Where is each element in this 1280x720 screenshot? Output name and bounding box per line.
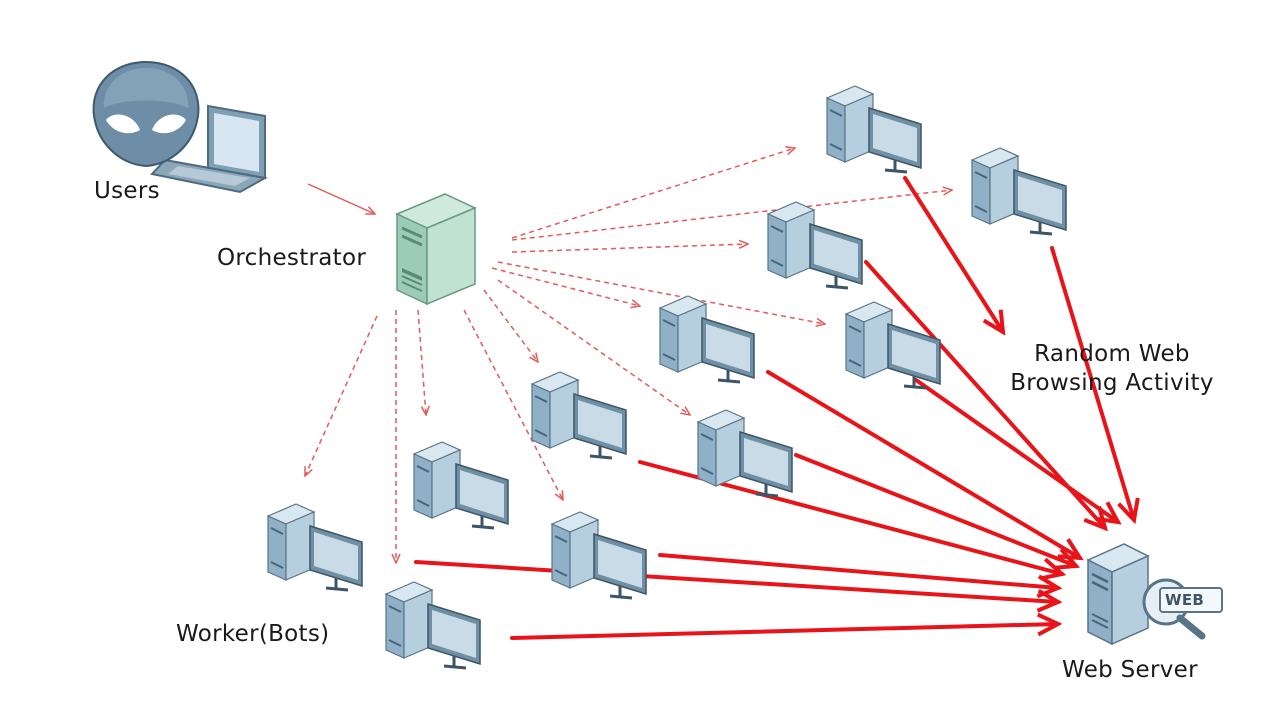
web-server-icon xyxy=(1086,543,1223,646)
desktop-computer-icon xyxy=(412,441,509,530)
attack-link xyxy=(903,176,1003,332)
activity-label-line-2: Browsing Activity xyxy=(1010,370,1214,396)
command-link xyxy=(511,190,952,241)
desktop-computer-icon xyxy=(266,503,363,592)
attack-link xyxy=(658,553,1058,588)
command-link xyxy=(497,261,825,324)
command-link xyxy=(305,315,378,476)
activity-label-line-1: Random Web xyxy=(1034,341,1190,367)
workers-label: Worker(Bots) xyxy=(176,621,330,647)
users-label: Users xyxy=(94,178,160,204)
desktop-computer-icon xyxy=(766,201,863,290)
desktop-computer-icon xyxy=(825,85,922,174)
desktop-computer-icon xyxy=(844,301,941,390)
user-to-orchestrator-link xyxy=(307,183,375,214)
orchestrator-label: Orchestrator xyxy=(217,245,367,271)
attack-link xyxy=(766,370,1080,558)
desktop-computer-icon xyxy=(384,581,481,670)
command-link xyxy=(417,309,426,415)
command-link xyxy=(491,267,640,306)
activity-label: Random Web Browsing Activity xyxy=(1006,340,1218,398)
desktop-computer-icon xyxy=(658,295,755,384)
web-server-label: Web Server xyxy=(1062,657,1198,683)
attack-link xyxy=(914,378,1118,522)
attack-link xyxy=(414,560,1058,602)
command-link xyxy=(497,279,690,415)
desktop-computer-icon xyxy=(550,511,647,600)
desktop-computer-icon xyxy=(970,147,1067,236)
attack-link xyxy=(510,624,1058,640)
attack-link xyxy=(794,453,1076,566)
web-badge: WEB xyxy=(1165,591,1205,609)
command-link xyxy=(511,148,795,239)
desktop-computer-icon xyxy=(530,371,627,460)
server-tower-icon xyxy=(395,193,477,306)
command-link xyxy=(483,289,538,362)
alien-user-laptop-icon xyxy=(92,60,268,194)
command-link xyxy=(511,244,748,253)
attack-link xyxy=(1050,246,1134,520)
desktop-computer-icon xyxy=(696,409,793,498)
